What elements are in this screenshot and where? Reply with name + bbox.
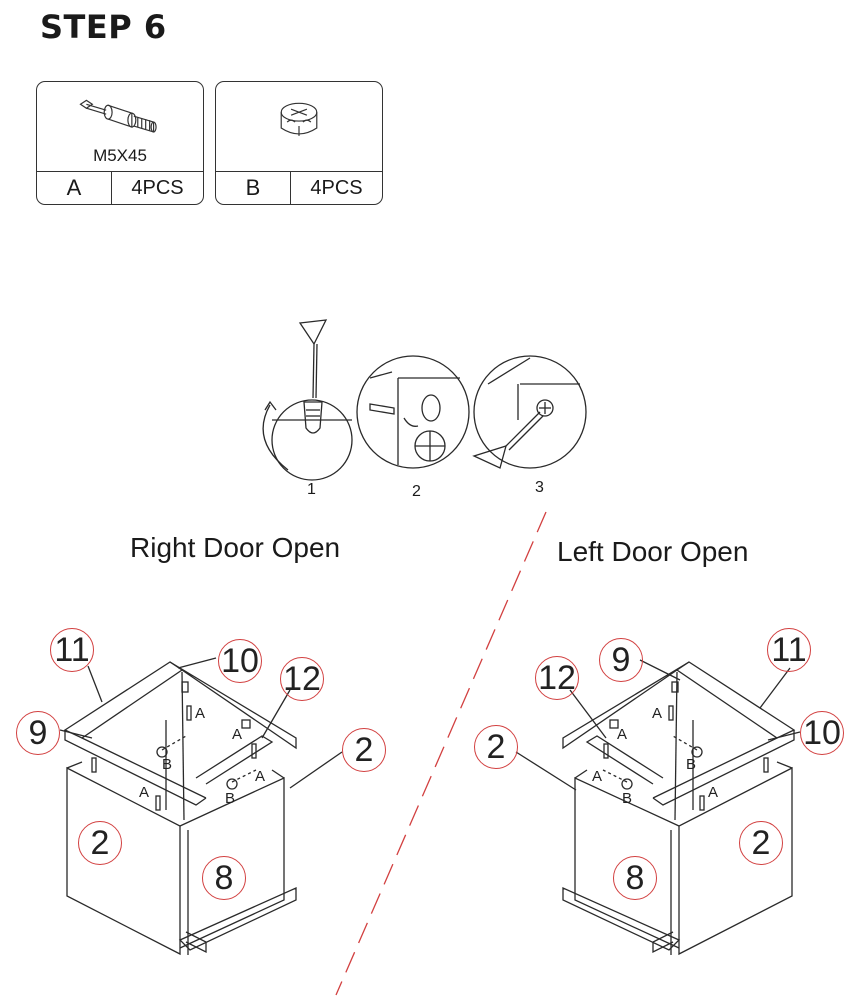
part-letter: A <box>37 172 112 204</box>
part-label: B <box>686 756 697 773</box>
substep-number: 1 <box>307 481 316 498</box>
cam-lock-icon <box>280 102 318 136</box>
part-quantity: 4PCS <box>310 176 363 199</box>
part-label: B <box>225 790 236 807</box>
substep-2-illustration <box>356 355 470 469</box>
part-callout-10: 10 <box>800 711 844 755</box>
heading-left-door-open: Left Door Open <box>557 536 749 567</box>
part-label: A <box>232 726 243 743</box>
part-callout-10: 10 <box>218 639 262 683</box>
part-label: A <box>652 705 663 722</box>
step-title: STEP 6 <box>40 8 167 46</box>
part-callout-12: 12 <box>280 657 324 701</box>
part-label: A <box>139 784 150 801</box>
part-quantity: 4PCS <box>131 176 184 199</box>
part-label: B <box>622 790 633 807</box>
part-callout-2: 2 <box>78 821 122 865</box>
part-label: A <box>617 726 628 743</box>
part-callout-11: 11 <box>767 628 811 672</box>
part-label: A <box>708 784 719 801</box>
substep-number: 2 <box>412 483 421 500</box>
part-callout-9: 9 <box>16 711 60 755</box>
part-callout-11: 11 <box>50 628 94 672</box>
part-a-card: M5X45 A 4PCS <box>36 81 204 205</box>
part-label: A <box>195 705 206 722</box>
part-callout-2: 2 <box>739 821 783 865</box>
part-callout-2: 2 <box>342 728 386 772</box>
part-label: B <box>162 756 173 773</box>
substep-1-illustration <box>262 319 353 481</box>
part-size-label: M5X45 <box>93 146 147 165</box>
right-door-assembly <box>59 657 343 956</box>
part-callout-12: 12 <box>535 656 579 700</box>
part-letter: B <box>216 172 291 204</box>
part-b-card: B 4PCS <box>215 81 383 205</box>
part-callout-8: 8 <box>613 856 657 900</box>
cam-bolt-icon <box>79 99 157 133</box>
heading-right-door-open: Right Door Open <box>130 532 341 563</box>
part-callout-2: 2 <box>474 725 518 769</box>
part-label: A <box>592 768 603 785</box>
part-callout-8: 8 <box>202 856 246 900</box>
substep-3-illustration <box>472 355 587 469</box>
part-label: A <box>255 768 266 785</box>
substep-number: 3 <box>535 479 544 496</box>
left-door-assembly <box>515 659 801 956</box>
part-callout-9: 9 <box>599 638 643 682</box>
